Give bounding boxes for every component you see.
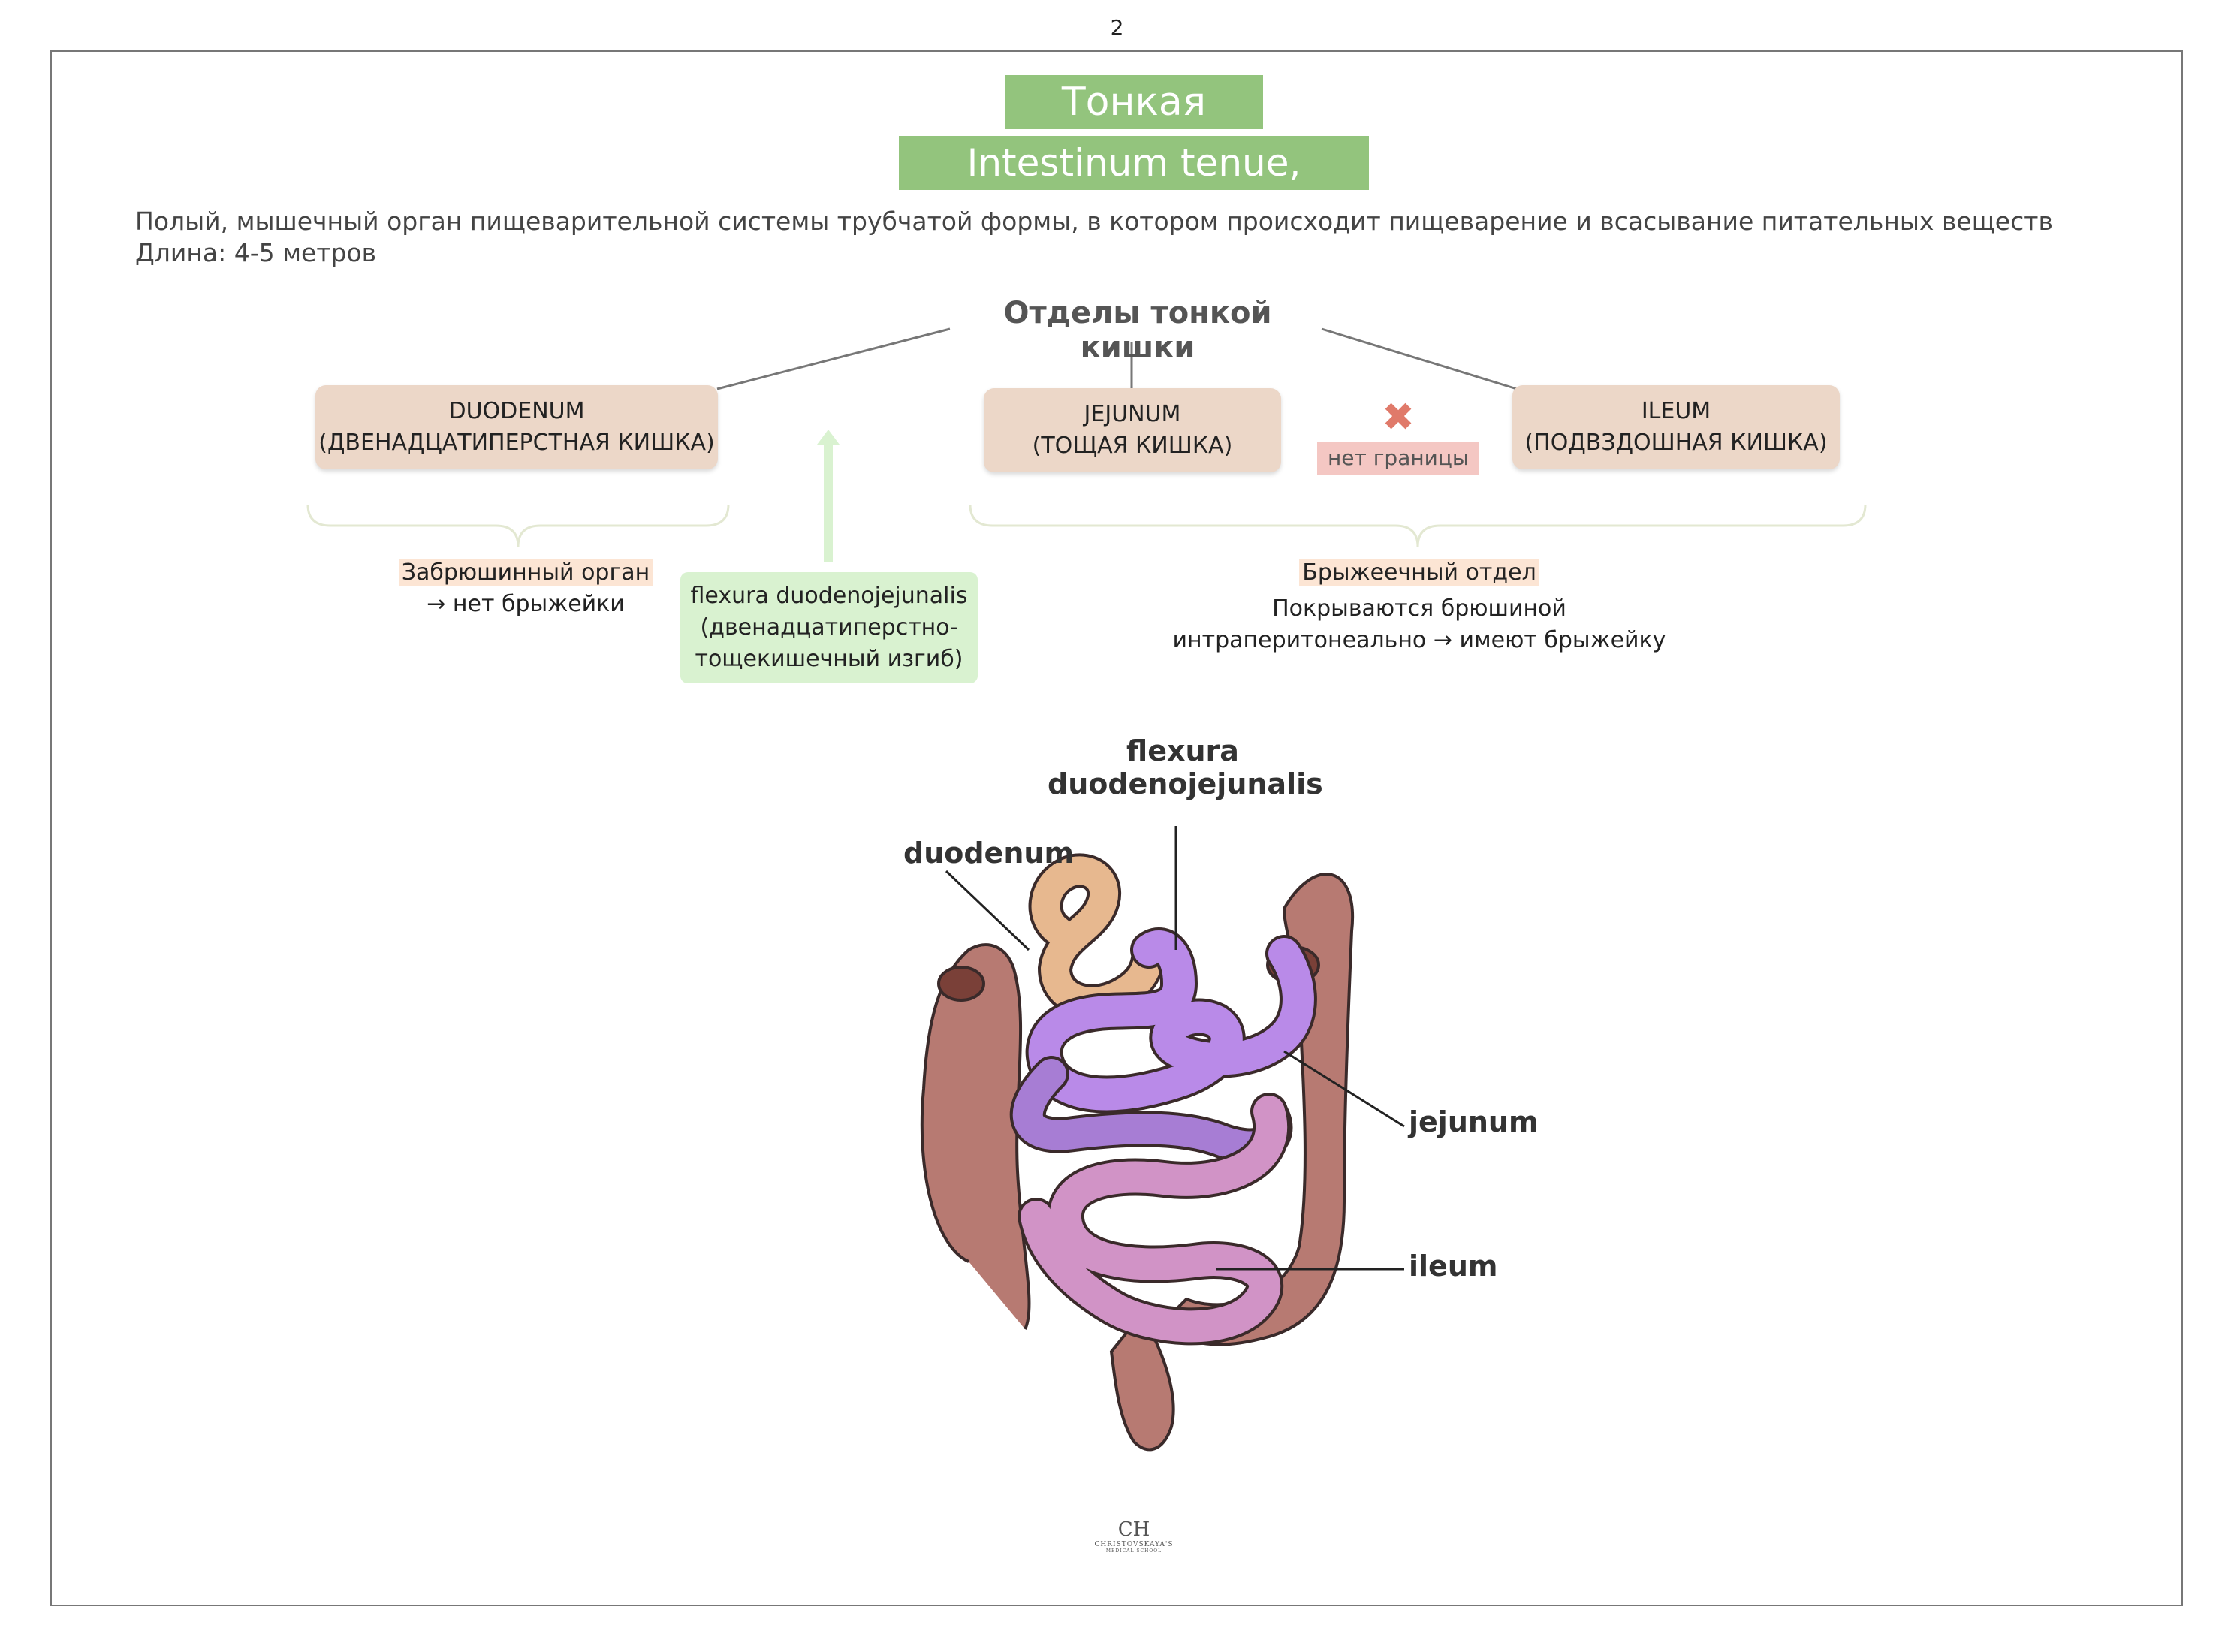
box-jejunum: JEJUNUM (ТОЩАЯ КИШКА) [984, 388, 1281, 472]
description-definition: Полый, мышечный орган пищеварительной си… [135, 206, 2053, 236]
page-number: 2 [1110, 15, 1124, 40]
duodenum-russian: (ДВЕНАДЦАТИПЕРСТНАЯ КИШКА) [318, 430, 715, 456]
page-frame [50, 50, 2183, 1606]
anatomy-label-flexura-2: duodenojejunalis [1048, 767, 1323, 800]
logo-sub: MEDICAL SCHOOL [1105, 1548, 1162, 1554]
anatomy-label-ileum: ileum [1409, 1250, 1498, 1283]
leader-jejunum [1283, 1050, 1405, 1128]
anatomy-label-jejunum: jejunum [1409, 1105, 1539, 1138]
connector-ileum [1321, 327, 1518, 390]
flexura-latin: flexura duodenojejunalis [690, 583, 968, 609]
ileum-fill [1021, 1096, 1287, 1343]
connector-duodenum [716, 327, 951, 390]
flexura-russian-1: (двенадцатиперстно- [700, 614, 958, 641]
leader-duodenum [945, 870, 1030, 951]
jejunum-latin: JEJUNUM [1084, 401, 1181, 427]
mesenteric-line2: интраперитонеально → имеют брыжейку [1172, 627, 1666, 653]
anatomy-label-duodenum: duodenum [903, 837, 1075, 870]
mesenteric-title: Брыжеечный отдел [1299, 559, 1539, 586]
cross-icon: ✖ [1382, 395, 1415, 440]
ileum-russian: (ПОДВЗДОШНАЯ КИШКА) [1524, 430, 1828, 456]
box-duodenum: DUODENUM (ДВЕНАДЦАТИПЕРСТНАЯ КИШКА) [315, 385, 718, 469]
mesenteric-line1: Покрываются брюшиной [1272, 595, 1566, 622]
retroperitoneal-note: Забрюшинный орган → нет брыжейки [375, 557, 676, 620]
description: Полый, мышечный орган пищеварительной си… [135, 206, 2053, 269]
retroperitoneal-title: Забрюшинный орган [398, 559, 653, 586]
flexura-russian-2: тощекишечный изгиб) [695, 646, 963, 672]
anatomy-label-flexura-1: flexura [1126, 734, 1239, 767]
description-length: Длина: 4-5 метров [135, 238, 377, 267]
box-ileum: ILEUM (ПОДВЗДОШНАЯ КИШКА) [1512, 385, 1840, 469]
title-latin: Intestinum tenue, enteron [899, 136, 1369, 239]
duodenum-latin: DUODENUM [448, 398, 585, 424]
brace-duodenum [306, 504, 730, 547]
ileum-latin: ILEUM [1641, 398, 1711, 424]
logo-name: CHRISTOVSKAYA'S [1094, 1541, 1174, 1548]
logo-mark: CH [1117, 1518, 1150, 1541]
retroperitoneal-detail: → нет брыжейки [427, 591, 625, 617]
jejunum-russian: (ТОЩАЯ КИШКА) [1032, 433, 1233, 459]
ascending-colon [920, 943, 1031, 1330]
sections-title: Отделы тонкой кишки [1003, 296, 1272, 365]
jejunum-fill [1028, 930, 1314, 1111]
mesenteric-note: Брыжеечный отдел Покрываются брюшиной ин… [1111, 557, 1727, 656]
arrow-up-icon [817, 430, 840, 562]
colon-cut-left [937, 966, 985, 1002]
school-logo: CH CHRISTOVSKAYA'S MEDICAL SCHOOL [1081, 1518, 1186, 1554]
intestine-illustration [920, 826, 1405, 1452]
rectum [1109, 1311, 1175, 1452]
no-border-label: нет границы [1317, 442, 1479, 475]
anatomy-label-flexura: flexura duodenojejunalis [1048, 734, 1323, 800]
brace-mesenteric [969, 504, 1867, 547]
flexura-box: flexura duodenojejunalis (двенадцатиперс… [680, 572, 978, 683]
